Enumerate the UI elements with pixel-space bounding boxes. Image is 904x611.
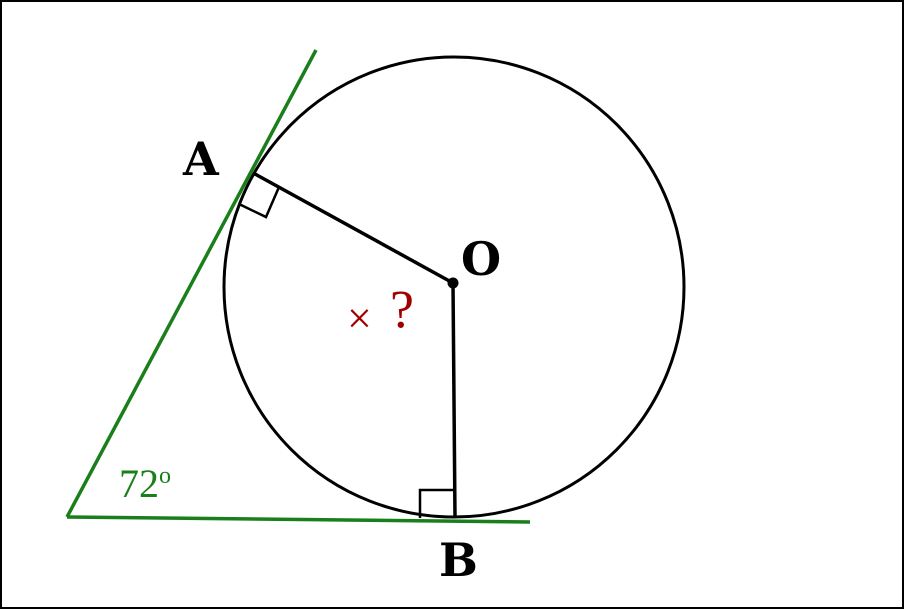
radius-ob (451, 282, 457, 519)
radius-oa (254, 172, 454, 285)
unknown-angle-mark: × (347, 294, 372, 343)
angle-value: 72 (119, 461, 159, 506)
tangent-line-b (66, 515, 531, 524)
label-point-b: B (439, 533, 478, 587)
angle-degree-sign: o (159, 463, 171, 489)
angle-label-72: 72o (119, 461, 171, 506)
tangent-line-a (65, 49, 318, 518)
unknown-angle-question: ? (390, 279, 414, 339)
label-point-o: O (461, 232, 501, 286)
label-point-a: A (182, 132, 220, 186)
right-angle-mark-b (418, 488, 455, 518)
right-angle-mark-a (238, 172, 281, 219)
center-point-o (447, 277, 459, 289)
